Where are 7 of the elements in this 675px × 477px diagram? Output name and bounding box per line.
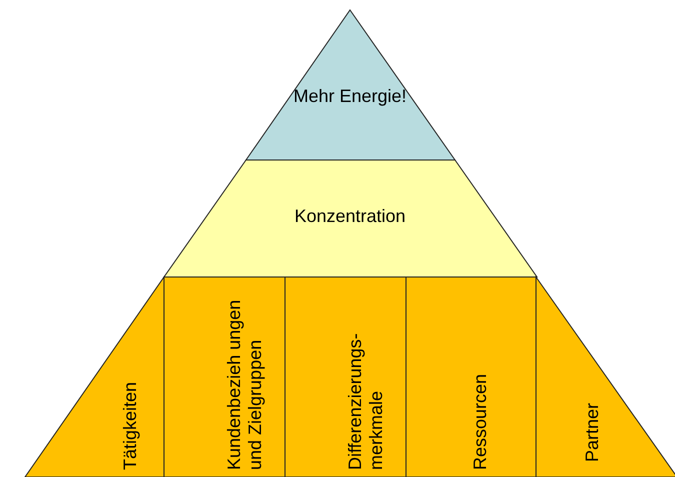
segment-label: Tätigkeiten: [120, 380, 141, 470]
segment-label: Differenzierungs- merkmale: [345, 332, 387, 470]
segment-label: Partner: [582, 402, 603, 462]
segment-label: Mehr Energie!: [292, 86, 408, 107]
segment-label: Kundenbezieh ungen und Zielgruppen: [224, 298, 266, 470]
segment-label: Konzentration: [293, 206, 407, 227]
segment-label: Ressourcen: [470, 372, 491, 470]
